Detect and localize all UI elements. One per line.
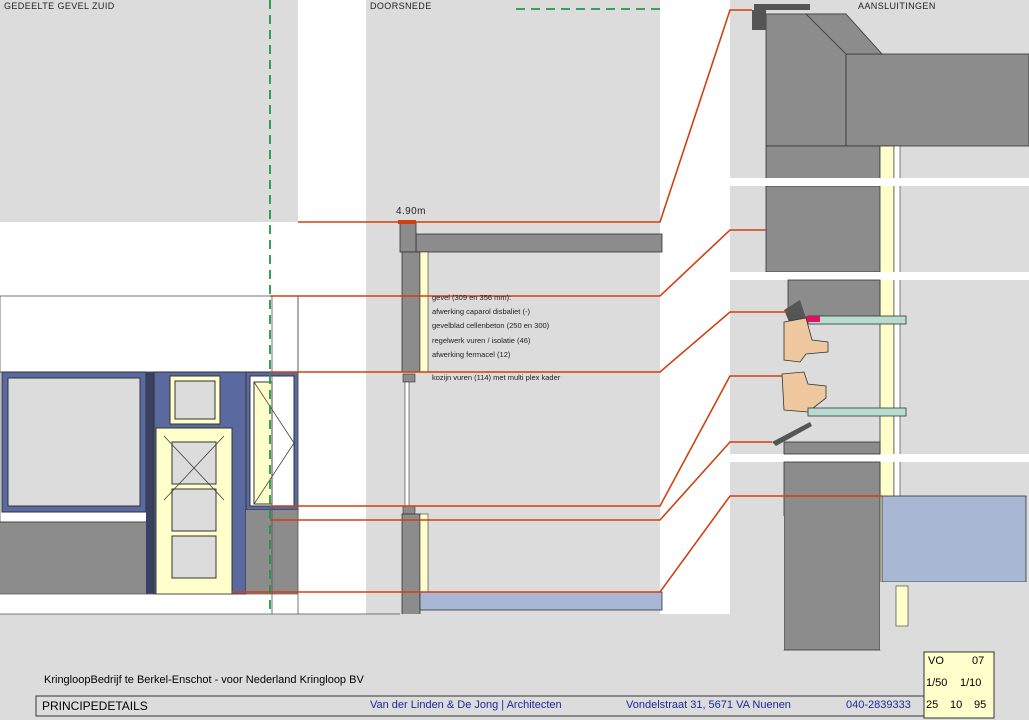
date-year: 95 [974, 699, 987, 711]
leader-lines [232, 9, 882, 593]
section-title: DOORSNEDE [370, 1, 432, 11]
office-name: Van der Linden & De Jong | Architecten [370, 699, 562, 711]
scale-2: 1/10 [960, 677, 982, 689]
phase-code: VO [928, 655, 944, 667]
details-title: AANSLUITINGEN [858, 1, 936, 11]
elevation-panel [0, 0, 366, 640]
sheet-number: 07 [972, 655, 985, 667]
level-label: 4.90m [396, 206, 426, 217]
drawing-title: PRINCIPEDETAILS [42, 699, 148, 713]
section-note: gevelblad cellenbeton (250 en 300) [432, 321, 550, 330]
section-note: regelwerk vuren / isolatie (46) [432, 336, 531, 345]
elevation-title: GEDEELTE GEVEL ZUID [4, 1, 115, 11]
section-note: gevel (309 en 356 mm): [432, 293, 512, 302]
section-note: afwerking caparol disbaliet (-) [432, 307, 530, 316]
section-panel [366, 0, 663, 651]
office-address: Vondelstraat 31, 5671 VA Nuenen [626, 699, 791, 711]
date-day: 25 [926, 699, 939, 711]
project-name: KringloopBedrijf te Berkel-Enschot - voo… [44, 674, 364, 686]
office-phone: 040-2839333 [846, 699, 911, 711]
date-month: 10 [950, 699, 963, 711]
details-panel [730, 0, 1029, 651]
titleblock-frame [35, 651, 995, 719]
scale-1: 1/50 [926, 677, 948, 689]
section-note: afwerking fermacel (12) [432, 350, 511, 359]
section-note: kozijn vuren (114) met multi plex kader [432, 373, 561, 382]
